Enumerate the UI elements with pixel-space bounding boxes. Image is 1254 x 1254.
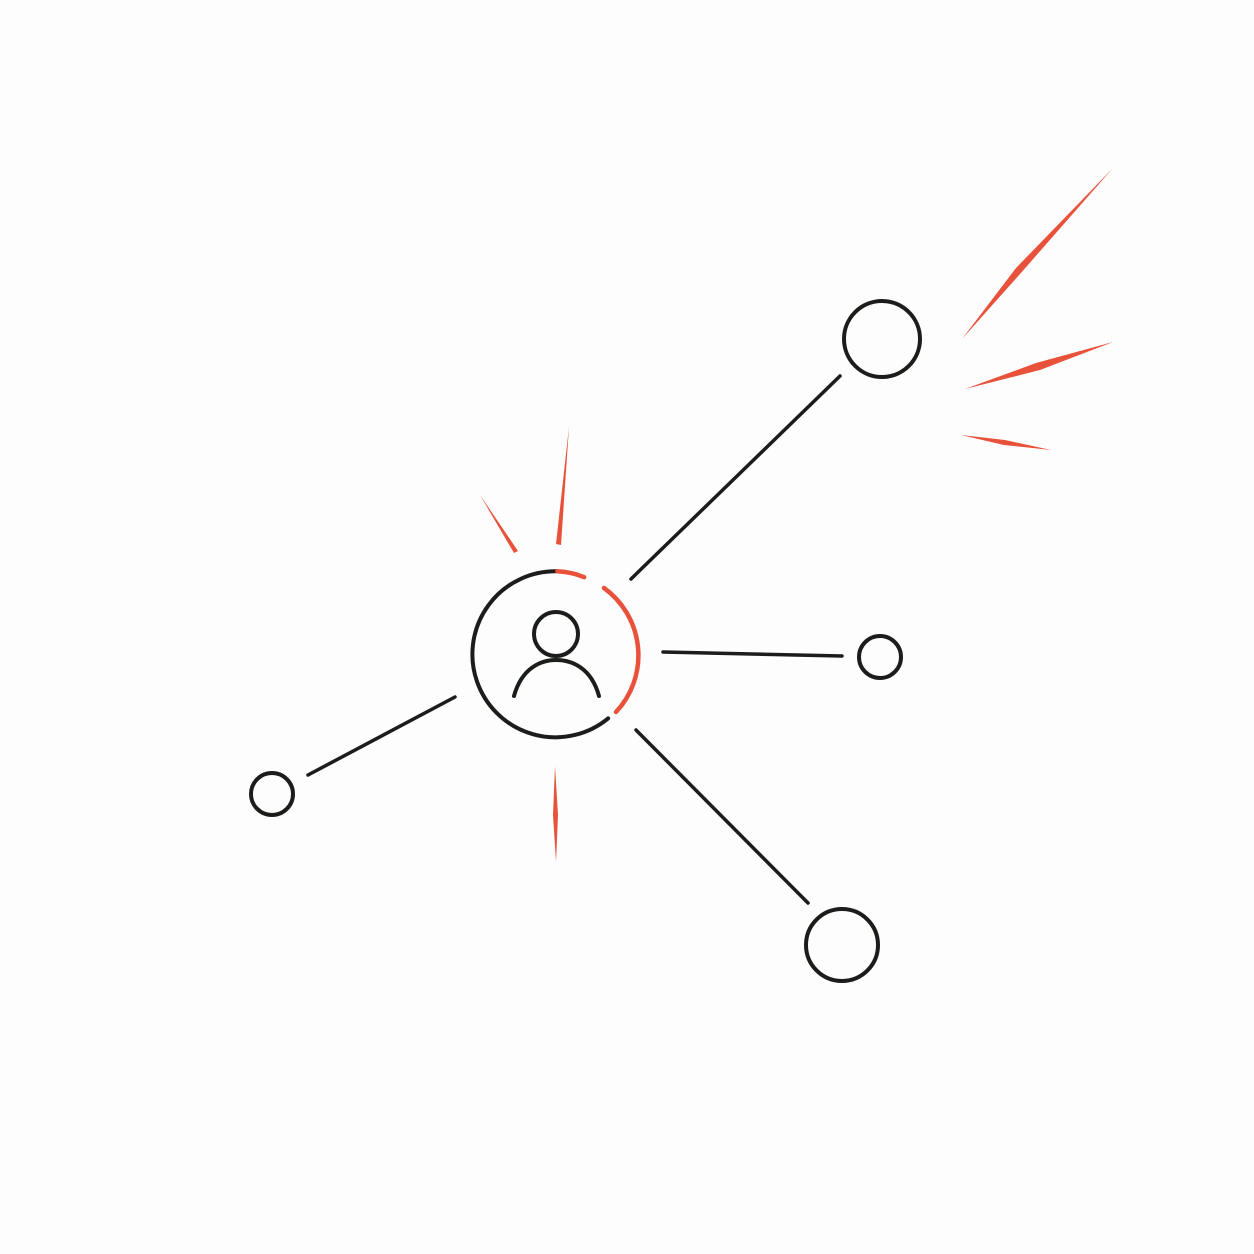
burst-ray-middle (965, 342, 1113, 389)
burst-ray-bottom (553, 766, 558, 862)
burst-ray-top (556, 427, 569, 545)
central-ring-accent-right (601, 585, 641, 715)
central-ring-accent-top (555, 569, 587, 580)
connector-left (306, 695, 457, 777)
node-bottom-right (804, 907, 880, 983)
connector-right (661, 650, 844, 658)
node-right (857, 634, 903, 680)
node-top-right (842, 299, 922, 379)
user-icon (512, 610, 601, 698)
top-right-burst (961, 168, 1113, 450)
node-left (249, 771, 295, 817)
connector-top-right (629, 374, 842, 581)
burst-ray-long (962, 168, 1113, 339)
burst-ray-short (961, 435, 1051, 450)
central-ring-dark (470, 569, 611, 740)
connector-bottom-right (634, 728, 810, 905)
central-burst (480, 427, 569, 862)
central-user-node (470, 569, 641, 740)
burst-ray-top-left (480, 495, 518, 553)
